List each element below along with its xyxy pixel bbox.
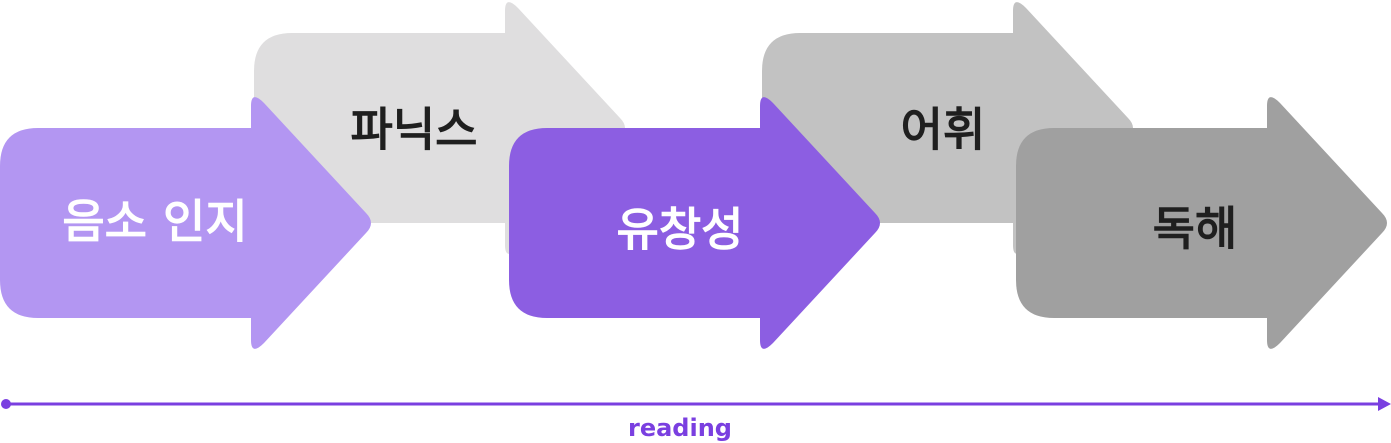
- reading-timeline: reading: [1, 397, 1391, 442]
- timeline-arrowhead-icon: [1378, 397, 1391, 411]
- step-arrow-fluency: 유창성: [509, 97, 880, 349]
- step-label-comprehension: 독해: [1153, 202, 1238, 256]
- step-shape-fluency: [509, 97, 880, 349]
- step-label-phonics: 파닉스: [351, 103, 478, 157]
- step-arrow-comprehension: 독해: [1016, 97, 1387, 349]
- step-shape-phonemic-awareness: [0, 97, 371, 349]
- step-label-vocabulary: 어휘: [901, 103, 986, 157]
- timeline-label: reading: [628, 414, 732, 442]
- step-shape-comprehension: [1016, 97, 1387, 349]
- step-arrow-phonemic-awareness: 음소 인지: [0, 97, 371, 349]
- step-label-phonemic-awareness: 음소 인지: [62, 195, 247, 249]
- step-label-fluency: 유창성: [617, 203, 744, 257]
